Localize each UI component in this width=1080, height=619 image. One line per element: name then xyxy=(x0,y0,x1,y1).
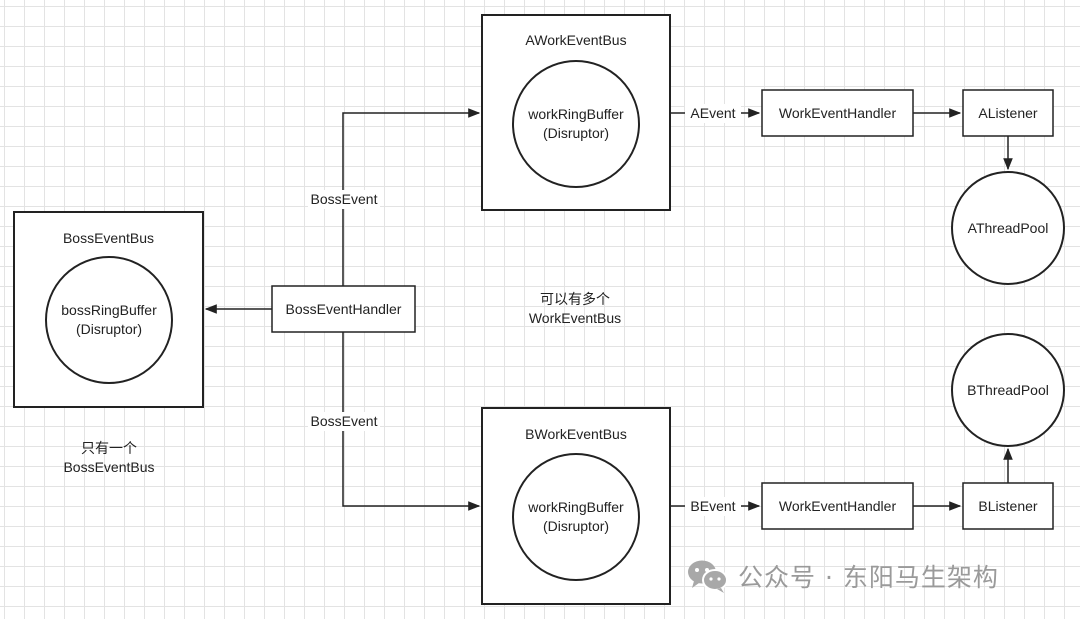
wechat-icon xyxy=(688,560,728,593)
b-work-event-handler-box[interactable] xyxy=(761,482,914,530)
b-work-ring-buffer-circle[interactable] xyxy=(512,453,640,581)
boss-ring-buffer-name: bossRingBuffer xyxy=(61,302,157,318)
single-boss-bus-note-line2: BossEventBus xyxy=(63,459,155,475)
a-listener-label: AListener xyxy=(978,105,1038,121)
a-event-edge-label: AEvent xyxy=(685,104,741,123)
multiple-work-bus-note-line1: 可以有多个 xyxy=(540,291,610,307)
a-work-ring-buffer-type: (Disruptor) xyxy=(542,125,610,141)
watermark-text: 公众号 · 东阳马生架构 xyxy=(738,563,999,592)
boss-ring-buffer-circle[interactable] xyxy=(45,256,173,384)
a-thread-pool-circle[interactable] xyxy=(951,171,1065,285)
boss-ring-buffer-type: (Disruptor) xyxy=(75,321,143,337)
boss-ring-buffer-label: bossRingBuffer (Disruptor) xyxy=(46,301,172,339)
a-listener-box[interactable] xyxy=(962,89,1054,137)
single-boss-bus-note: 只有一个 BossEventBus xyxy=(44,439,174,477)
a-thread-pool-label: AThreadPool xyxy=(967,220,1049,236)
b-work-event-bus-title: BWorkEventBus xyxy=(525,426,627,442)
single-boss-bus-note-line1: 只有一个 xyxy=(81,440,137,456)
b-work-event-handler-label: WorkEventHandler xyxy=(778,498,897,514)
a-work-ring-buffer-name: workRingBuffer xyxy=(528,106,624,122)
b-work-ring-buffer-label: workRingBuffer (Disruptor) xyxy=(513,498,639,536)
a-work-event-handler-box[interactable] xyxy=(761,89,914,137)
boss-to-b-bus-arrow xyxy=(342,332,481,511)
boss-to-a-bus-arrow xyxy=(342,108,481,286)
b-listener-box[interactable] xyxy=(962,482,1054,530)
a-work-event-bus-title: AWorkEventBus xyxy=(525,32,627,48)
boss-event-handler-label: BossEventHandler xyxy=(285,301,402,317)
boss-event-edge-label-bottom: BossEvent xyxy=(308,412,380,431)
multiple-work-bus-note: 可以有多个 WorkEventBus xyxy=(510,290,640,328)
b-thread-pool-circle[interactable] xyxy=(951,333,1065,447)
boss-event-edge-label-top: BossEvent xyxy=(308,190,380,209)
watermark: 公众号 · 东阳马生架构 xyxy=(686,558,999,594)
a-work-ring-buffer-label: workRingBuffer (Disruptor) xyxy=(513,105,639,143)
a-work-ring-buffer-circle[interactable] xyxy=(512,60,640,188)
b-event-edge-label: BEvent xyxy=(685,497,741,516)
b-thread-pool-label: BThreadPool xyxy=(967,382,1049,398)
boss-event-bus-title: BossEventBus xyxy=(62,230,155,246)
b-work-ring-buffer-type: (Disruptor) xyxy=(542,518,610,534)
multiple-work-bus-note-line2: WorkEventBus xyxy=(528,310,622,326)
b-work-ring-buffer-name: workRingBuffer xyxy=(528,499,624,515)
a-work-event-handler-label: WorkEventHandler xyxy=(778,105,897,121)
b-listener-label: BListener xyxy=(978,498,1038,514)
